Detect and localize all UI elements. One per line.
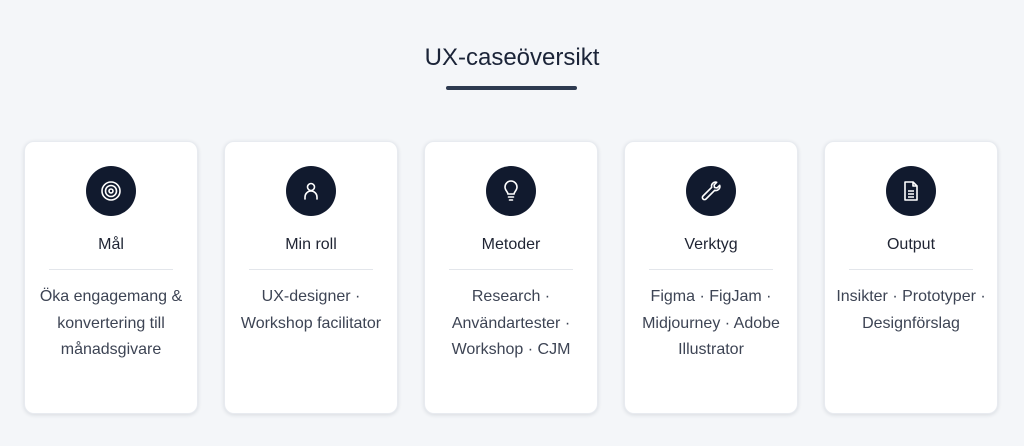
card-body: Insikter · Prototyper · Designförslag [836,288,986,332]
card-body: Öka engagemang & konvertering till månad… [39,288,183,358]
card-tools: Verktyg Figma · FigJam · Midjourney · Ad… [624,141,798,414]
divider [449,269,573,270]
card-body: Figma · FigJam · Midjourney · Adobe Illu… [642,288,780,358]
divider [249,269,373,270]
card-role: Min roll UX-designer · Workshop facilita… [224,141,398,414]
card-methods: Metoder Research · Användartester · Work… [424,141,598,414]
divider [849,269,973,270]
user-icon [286,166,336,216]
card-body: Research · Användartester · Workshop · C… [451,288,571,358]
document-icon [886,166,936,216]
title-underline [446,86,577,90]
wrench-icon [686,166,736,216]
card-title: Output [886,236,936,253]
divider [49,269,173,270]
target-icon [86,166,136,216]
card-title: Min roll [285,236,337,253]
lightbulb-icon [486,166,536,216]
card-title: Mål [98,236,124,253]
card-goal: Mål Öka engagemang & konvertering till m… [24,141,198,414]
page-title: UX-caseöversikt [424,44,600,71]
card-title: Verktyg [684,236,738,253]
card-grid: Mål Öka engagemang & konvertering till m… [24,141,998,414]
divider [649,269,773,270]
card-output: Output Insikter · Prototyper · Designför… [824,141,998,414]
card-body: UX-designer · Workshop facilitator [240,288,382,332]
card-title: Metoder [481,236,541,253]
